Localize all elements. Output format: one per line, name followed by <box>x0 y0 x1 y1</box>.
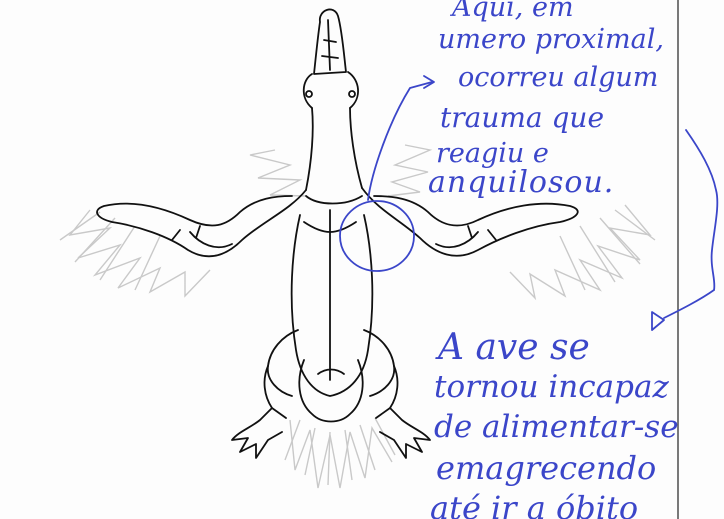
brace-bracket <box>686 130 717 290</box>
note-line-3: ocorreu algum <box>458 64 658 91</box>
note-line-1: Aqui, em <box>452 0 574 21</box>
highlight-circle <box>340 201 414 271</box>
note-line-9: de alimentar-se <box>434 412 679 443</box>
arrow-head <box>652 312 664 330</box>
note-line-5: reagiu e <box>436 140 549 167</box>
note-line-6: anquilosou. <box>428 168 614 198</box>
note-line-8: tornou incapaz <box>434 372 669 403</box>
note-line-7: A ave se <box>438 330 590 366</box>
note-line-4: trauma que <box>440 104 604 132</box>
note-line-10: emagrecendo <box>436 452 656 484</box>
note-line-2: umero proximal, <box>438 26 664 53</box>
pointer-line <box>368 82 432 200</box>
note-line-11: até ir a óbito <box>430 492 638 519</box>
